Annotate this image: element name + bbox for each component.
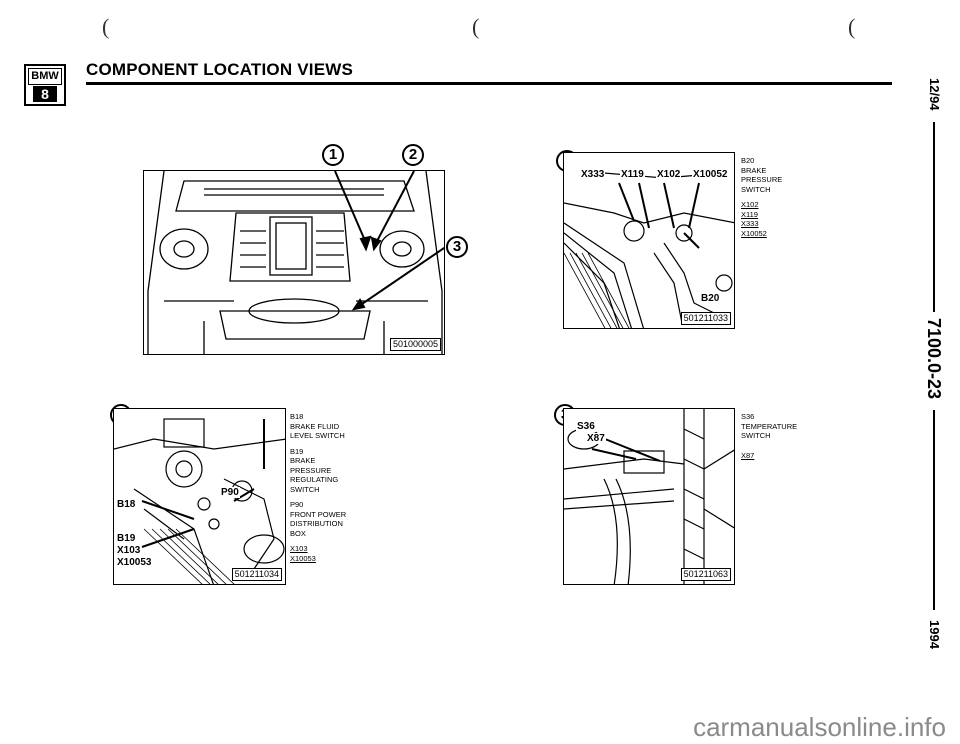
figure-number: 501211033 [680,312,731,325]
view3-image: S36 X87 501211063 [563,408,735,585]
legend-code: X87 [741,450,755,460]
figure-number: 501211063 [680,568,731,581]
legend-code: X333 [741,219,759,228]
view2-legend: B18 BRAKE FLUID LEVEL SWITCH B19 BRAKE P… [290,412,346,569]
legend-code: X103 [290,544,308,553]
legend-code: P90 [290,500,304,509]
scan-mark: ( [102,14,110,39]
side-date: 12/94 [927,78,942,111]
view1-label-x10052: X10052 [692,169,729,180]
legend-text: LEVEL SWITCH [290,431,345,440]
legend-text: BRAKE [741,165,767,175]
side-year: 1994 [927,620,942,649]
legend-text: SWITCH [741,184,771,194]
scan-mark: ( [848,14,856,39]
view2-image: P90 B18 B19 X103 X10053 501211034 [113,408,286,585]
view1-image: X333 X119 X102 X10052 B20 501211033 [563,152,735,329]
watermark: carmanualsonline.info [693,712,946,742]
view2-label-b18: B18 [116,499,137,510]
figure-number: 501000005 [389,338,441,351]
legend-text: BRAKE FLUID [290,421,340,431]
legend-code: B20 [741,156,755,165]
legend-code: X10052 [741,228,767,238]
view3-label-s36: S36 [576,421,596,432]
view2-label-b19: B19 [116,533,137,544]
overview-callout-1: 1 [322,144,344,166]
figure-number: 501211034 [231,568,282,581]
legend-text: PRESSURE [741,175,783,184]
legend-code: X10053 [290,553,316,563]
view3-label-x87: X87 [586,433,606,444]
side-rule [933,122,935,312]
view1-label-b20: B20 [700,293,721,304]
view1-legend: B20 BRAKE PRESSURE SWITCH X102 X119 X333… [741,156,782,244]
view2-label-x103: X103 [116,545,142,556]
side-rule [933,410,935,610]
legend-text: DISTRIBUTION [290,519,343,528]
legend-text: SWITCH [741,431,771,440]
view2-label-x10053: X10053 [116,557,153,568]
legend-code: B19 [290,446,304,456]
legend-code: B18 [290,412,304,421]
legend-text: TEMPERATURE [741,421,798,431]
legend-code: S36 [741,412,755,421]
overview-callout-3: 3 [446,236,468,258]
logo-series: 8 [33,86,57,102]
legend-text: REGULATING [290,475,339,484]
view1-label-x333: X333 [580,169,606,180]
view3-legend: S36 TEMPERATURE SWITCH X87 [741,412,797,466]
legend-text: BOX [290,528,306,538]
overview-engine-bay-image: 501000005 [143,170,445,355]
legend-code: X119 [741,209,758,219]
bmw-logo: BMW 8 [24,64,66,106]
scan-mark: ( [472,14,480,39]
view1-label-x119: X119 [620,169,645,180]
logo-brand: BMW [28,68,62,85]
legend-text: FRONT POWER [290,509,347,519]
legend-text: BRAKE [290,456,316,465]
view1-label-x102: X102 [656,169,682,180]
legend-code: X102 [741,200,759,209]
overview-callout-2: 2 [402,144,424,166]
side-doc-number: 7100.0-23 [924,318,944,400]
header-rule [86,82,892,85]
view2-label-p90: P90 [220,487,240,498]
page-title: COMPONENT LOCATION VIEWS [86,60,354,79]
legend-text: SWITCH [290,484,320,494]
legend-text: PRESSURE [290,465,332,475]
